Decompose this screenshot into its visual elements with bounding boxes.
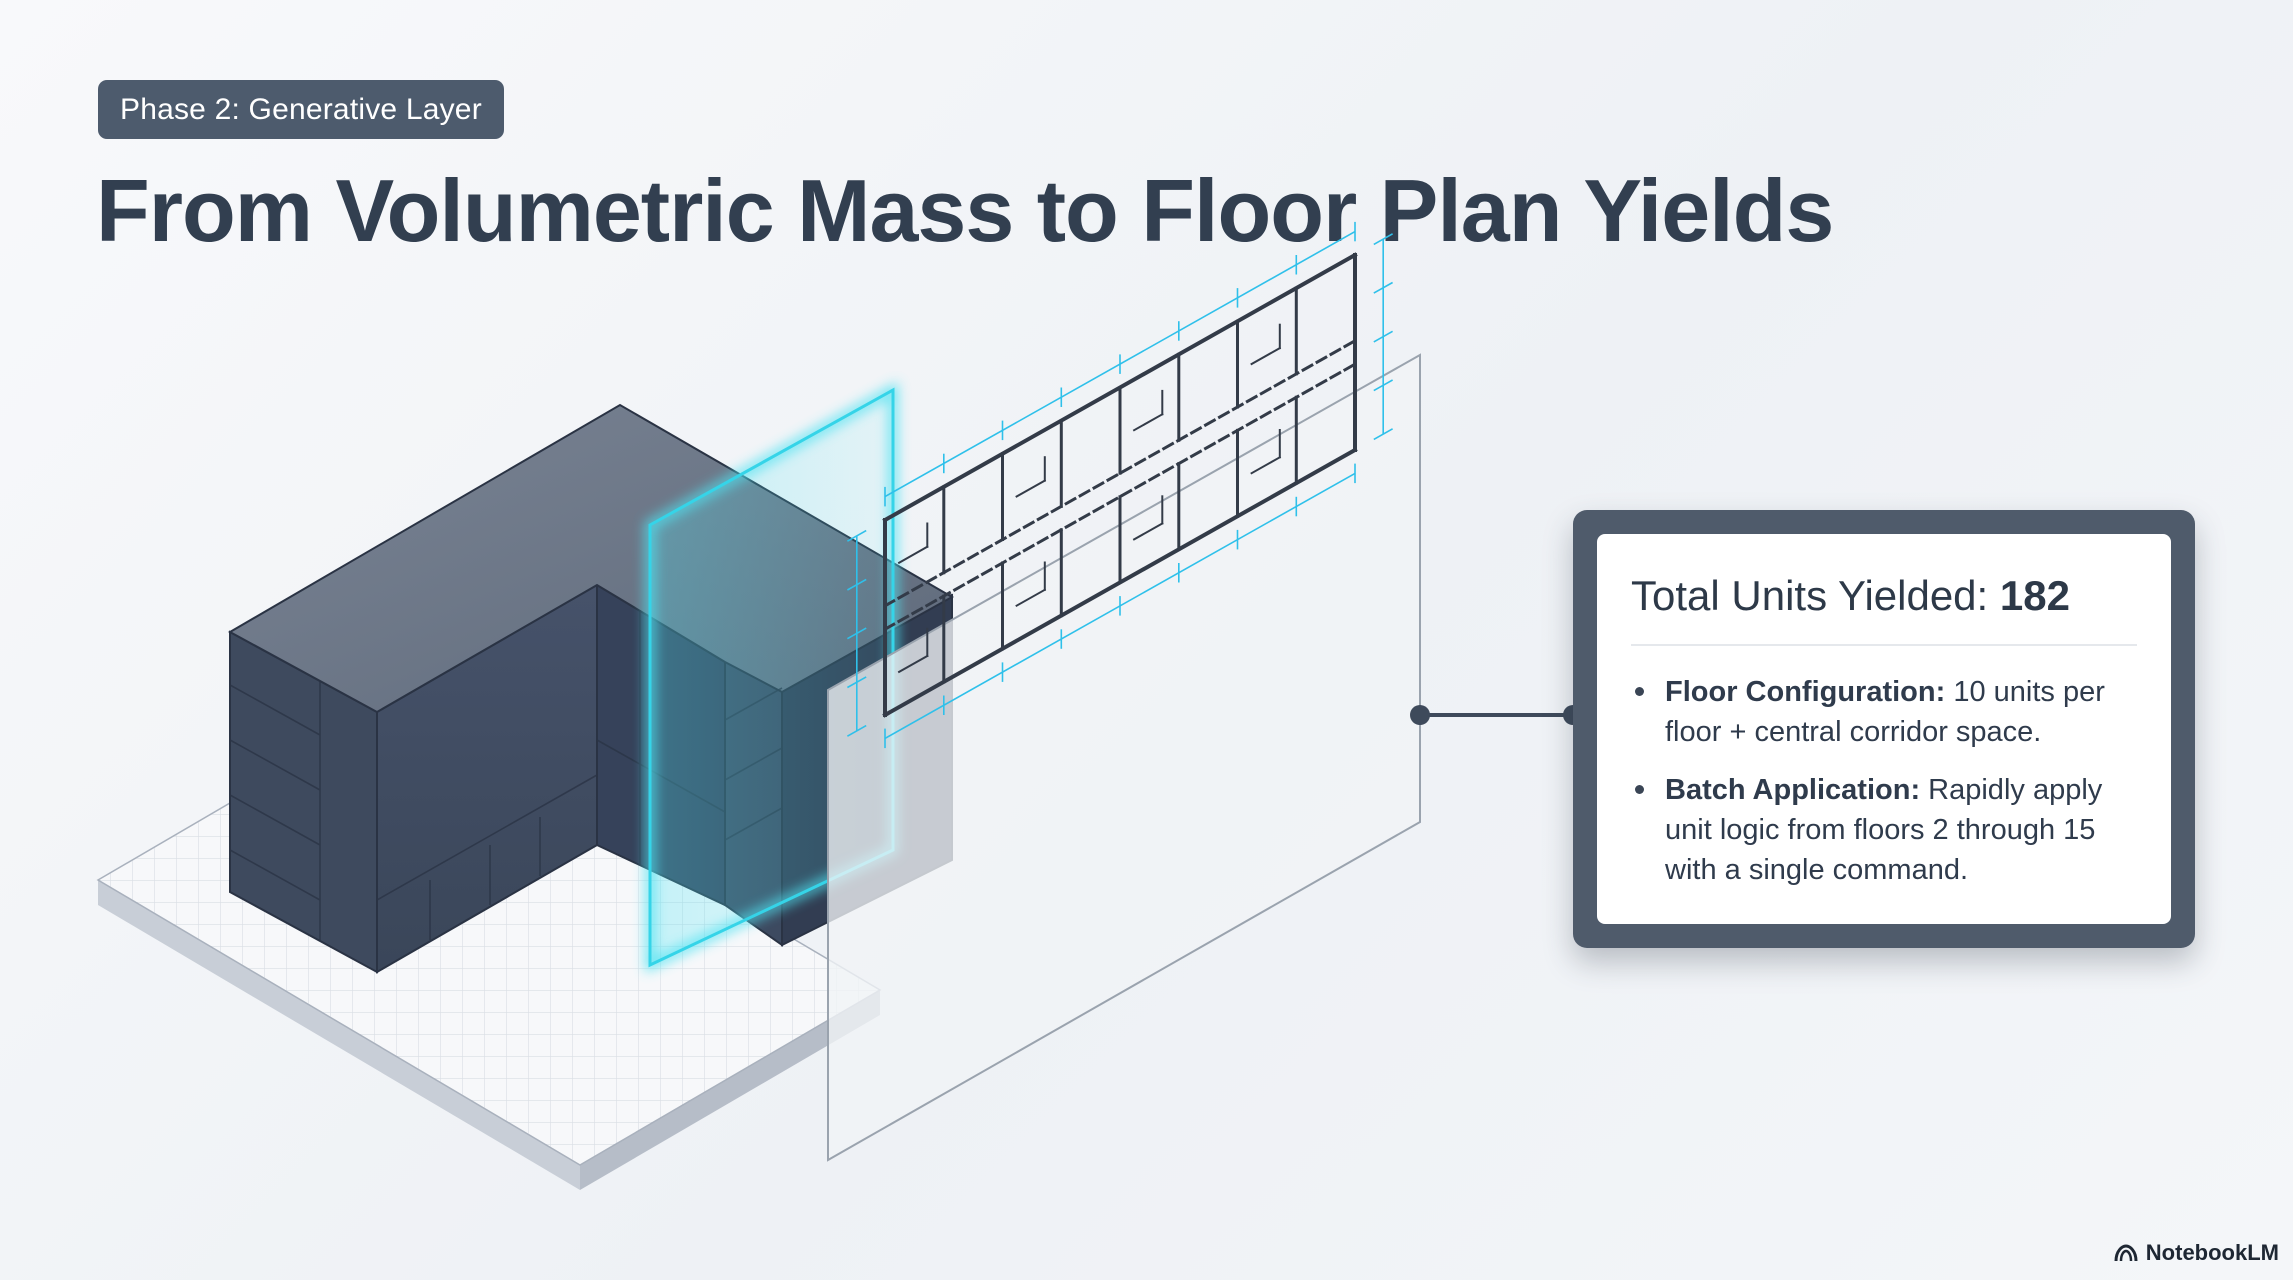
total-units-label: Total Units Yielded: — [1631, 572, 2000, 619]
page-title: From Volumetric Mass to Floor Plan Yield… — [96, 161, 1834, 260]
bullet-text: Rapidly apply unit logic from floors 2 t… — [1665, 774, 2103, 886]
yield-summary-card-body: Total Units Yielded: 182 Floor Configura… — [1597, 534, 2171, 924]
plan-line — [847, 627, 867, 640]
plan-line — [897, 654, 929, 674]
plan-line — [882, 362, 1358, 632]
yield-bullet-list: Floor Configuration: 10 units per floor … — [1631, 672, 2137, 890]
plan-line — [847, 529, 867, 542]
bullet-text: 10 units per floor + central corridor sp… — [1665, 676, 2105, 748]
phase-badge: Phase 2: Generative Layer — [98, 80, 504, 139]
plan-line — [847, 676, 867, 689]
plan-line — [897, 545, 929, 565]
bullet-batch-application: Batch Application: Rapidly apply unit lo… — [1631, 770, 2137, 890]
plan-line — [1132, 412, 1164, 432]
plan-line — [847, 578, 867, 591]
bullet-floor-configuration: Floor Configuration: 10 units per floor … — [1631, 672, 2137, 752]
connector-line — [1410, 705, 1583, 725]
plan-line — [882, 338, 1358, 608]
bullet-dot-icon — [1635, 687, 1644, 696]
plan-line — [1015, 479, 1047, 498]
plan-line — [1373, 233, 1393, 246]
bullet-label: Floor Configuration: — [1665, 676, 1946, 708]
yield-summary-card: Total Units Yielded: 182 Floor Configura… — [1573, 510, 2195, 948]
plan-line — [1250, 455, 1282, 475]
plan-line — [1015, 588, 1047, 608]
plan-line — [1132, 522, 1164, 541]
floor-plan-sheet — [827, 221, 1421, 1162]
brand-name: NotebookLM — [2145, 1240, 2279, 1265]
total-units-heading: Total Units Yielded: 182 — [1631, 572, 2137, 646]
plan-line — [1373, 281, 1393, 294]
bullet-label: Batch Application: — [1665, 774, 1921, 806]
plan-line — [847, 724, 867, 737]
total-units-value: 182 — [1999, 572, 2070, 619]
brand-watermark: NotebookLM — [2114, 1240, 2279, 1266]
notebooklm-logo-icon — [2114, 1244, 2138, 1262]
plan-line — [1373, 379, 1393, 392]
plan-line — [1373, 330, 1393, 343]
plan-line — [1373, 428, 1393, 441]
plan-line — [1250, 346, 1282, 366]
bullet-dot-icon — [1635, 785, 1644, 794]
